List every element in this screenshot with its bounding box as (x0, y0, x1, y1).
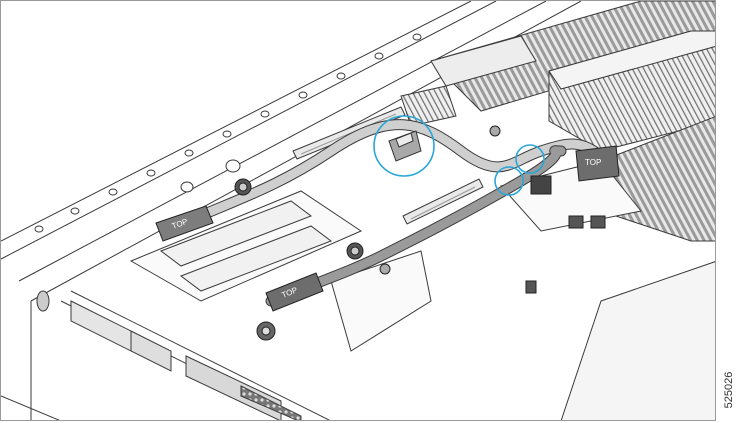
callout-circle-icon (373, 115, 545, 196)
dimm-bank-upper (430, 1, 715, 112)
connector-right: TOP (525, 145, 620, 294)
cable-upper (160, 119, 607, 237)
callout-detail (388, 130, 422, 162)
cable-label-3: TOP (585, 158, 601, 167)
cable-lower (265, 145, 567, 307)
diagram-frame: TOP TOP TOP (0, 0, 716, 421)
pcie-slots (292, 106, 484, 225)
front-io (36, 290, 302, 420)
figure-id-label: 525026 (718, 360, 740, 420)
server-illustration: TOP TOP TOP (1, 1, 715, 420)
connector-left-lower: TOP (265, 272, 324, 312)
rail-holes (34, 33, 422, 233)
thumbscrew-icon (234, 125, 501, 341)
cpu-heatsink-upper (548, 30, 715, 152)
connector-left-upper: TOP (155, 205, 214, 242)
figure-id-text: 525026 (723, 371, 735, 409)
